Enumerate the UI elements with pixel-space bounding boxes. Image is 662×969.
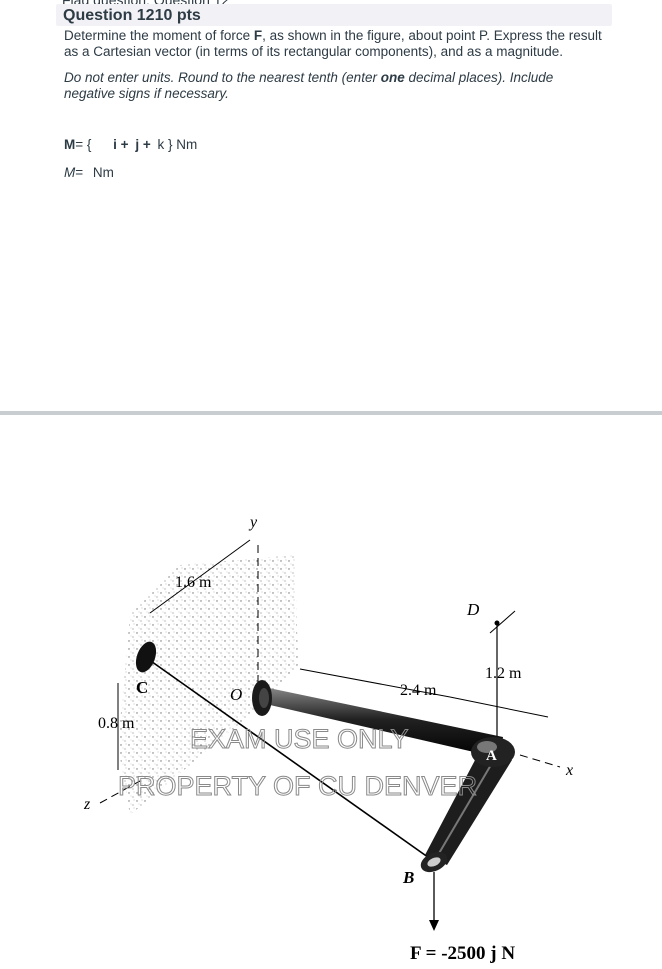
k-unit-label: k } Nm bbox=[157, 137, 198, 152]
dim-1-2-label: 1.2 m bbox=[485, 665, 522, 682]
prompt-text-2: , as shown in the figure, about point P.… bbox=[64, 28, 602, 59]
axis-y-label: y bbox=[248, 514, 258, 531]
watermark-line-1: EXAM USE ONLY bbox=[190, 724, 409, 754]
vector-eq-open: = { bbox=[75, 137, 92, 152]
question-prompt: Determine the moment of force F, as show… bbox=[64, 28, 604, 60]
magnitude-eq: = bbox=[75, 165, 84, 180]
force-arrow-head bbox=[429, 920, 439, 931]
j-unit-label: j + bbox=[135, 137, 151, 152]
force-label: F = -2500 j N bbox=[410, 943, 515, 964]
question-points: 10 pts bbox=[154, 7, 201, 24]
i-unit-label: i + bbox=[113, 137, 129, 152]
flange-O-inner bbox=[259, 688, 269, 708]
question-header: Question 1210 pts bbox=[56, 4, 612, 26]
moment-vector-label: M bbox=[64, 137, 76, 152]
pipe-AB-highlight bbox=[437, 757, 496, 856]
section-divider bbox=[0, 411, 662, 415]
axis-x-label: x bbox=[565, 762, 573, 779]
d-ref-line bbox=[489, 610, 516, 634]
elbow-A-highlight bbox=[477, 741, 497, 753]
magnitude-unit: Nm bbox=[92, 165, 114, 180]
point-C-label: C bbox=[136, 678, 148, 697]
dim-1-6-label: 1.6 m bbox=[175, 574, 212, 591]
vector-answer-row: M = { i + j + k } Nm bbox=[64, 137, 197, 152]
watermark-line-2: PROPERTY OF CU DENVER bbox=[118, 771, 477, 801]
question-title: Question 1210 pts bbox=[63, 7, 201, 25]
cable-CB bbox=[147, 658, 433, 861]
wall-surface bbox=[118, 555, 298, 815]
x-axis-line bbox=[519, 754, 561, 768]
question-number: Question 12 bbox=[63, 7, 155, 24]
point-B-label: B bbox=[402, 868, 414, 887]
question-instructions: Do not enter units. Round to the nearest… bbox=[64, 70, 604, 102]
axis-z-label: z bbox=[83, 796, 91, 813]
dim-line-2-4 bbox=[299, 668, 451, 698]
dim-line-1-2 bbox=[449, 696, 549, 718]
mount-C bbox=[135, 641, 157, 673]
point-O-label: O bbox=[230, 685, 242, 704]
magnitude-answer-row: M = Nm bbox=[64, 165, 114, 180]
problem-figure: y 1.6 m D 1.2 m 2.4 m C O 0.8 m A x z B … bbox=[83, 514, 573, 964]
dim-0-8-label: 0.8 m bbox=[98, 715, 135, 732]
end-cap-B-inner bbox=[427, 857, 441, 867]
pipe-OA bbox=[264, 687, 503, 758]
z-axis-line bbox=[99, 780, 141, 804]
prompt-text-1: Determine the moment of force bbox=[64, 28, 254, 43]
prompt-force-symbol: F bbox=[253, 28, 263, 43]
dim-line-1-6 bbox=[149, 539, 251, 614]
point-A-label: A bbox=[486, 748, 497, 764]
instr-text-2: decimal places). Include negative signs … bbox=[64, 70, 554, 101]
point-D-marker bbox=[494, 620, 500, 626]
magnitude-label: M bbox=[64, 165, 76, 180]
instr-emphasis: one bbox=[380, 70, 405, 85]
point-D-label: D bbox=[466, 600, 480, 619]
dim-2-4-label: 2.4 m bbox=[400, 682, 437, 699]
instr-text-1: Do not enter units. Round to the nearest… bbox=[64, 70, 381, 85]
question-text: Determine the moment of force F, as show… bbox=[64, 28, 604, 102]
